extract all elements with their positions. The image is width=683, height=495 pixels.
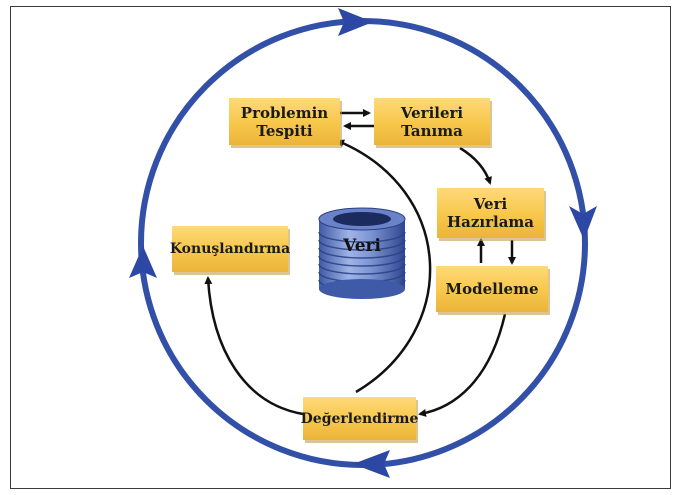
database-label: Veri xyxy=(343,236,381,256)
step-konuslandirma: Konuşlandırma xyxy=(169,226,291,272)
arrow-degerlendirme-to-konuslandirma xyxy=(204,276,304,416)
step-konuslandirma-label: Konuşlandırma xyxy=(169,241,291,257)
step-problemin-tespiti: Problemin Tespiti xyxy=(229,98,340,145)
step-modelleme-label: Modelleme xyxy=(445,280,539,298)
step-veri-hazirlama-label: Veri Hazırlama xyxy=(446,195,535,231)
step-veri-hazirlama: Veri Hazırlama xyxy=(437,188,544,238)
database-icon xyxy=(318,207,406,299)
step-problemin-tespiti-label: Problemin Tespiti xyxy=(240,103,329,140)
arrow-degerlendirme-to-problem xyxy=(336,139,432,394)
step-verileri-tanima-label: Verileri Tanıma xyxy=(400,103,464,140)
cycle-arrowhead-left xyxy=(129,246,157,278)
arrow-verileri-to-hazirlama xyxy=(459,146,492,185)
cycle-arrowhead-right xyxy=(569,206,597,240)
cycle-arrowhead-bottom xyxy=(353,450,390,478)
arrow-modelleme-to-degerlendirme xyxy=(418,313,507,417)
step-verileri-tanima: Verileri Tanıma xyxy=(374,98,490,145)
step-degerlendirme: Değerlendirme xyxy=(300,397,419,440)
step-modelleme: Modelleme xyxy=(436,266,548,312)
step-degerlendirme-label: Değerlendirme xyxy=(300,410,419,427)
cycle-arrowhead-top xyxy=(338,8,373,36)
